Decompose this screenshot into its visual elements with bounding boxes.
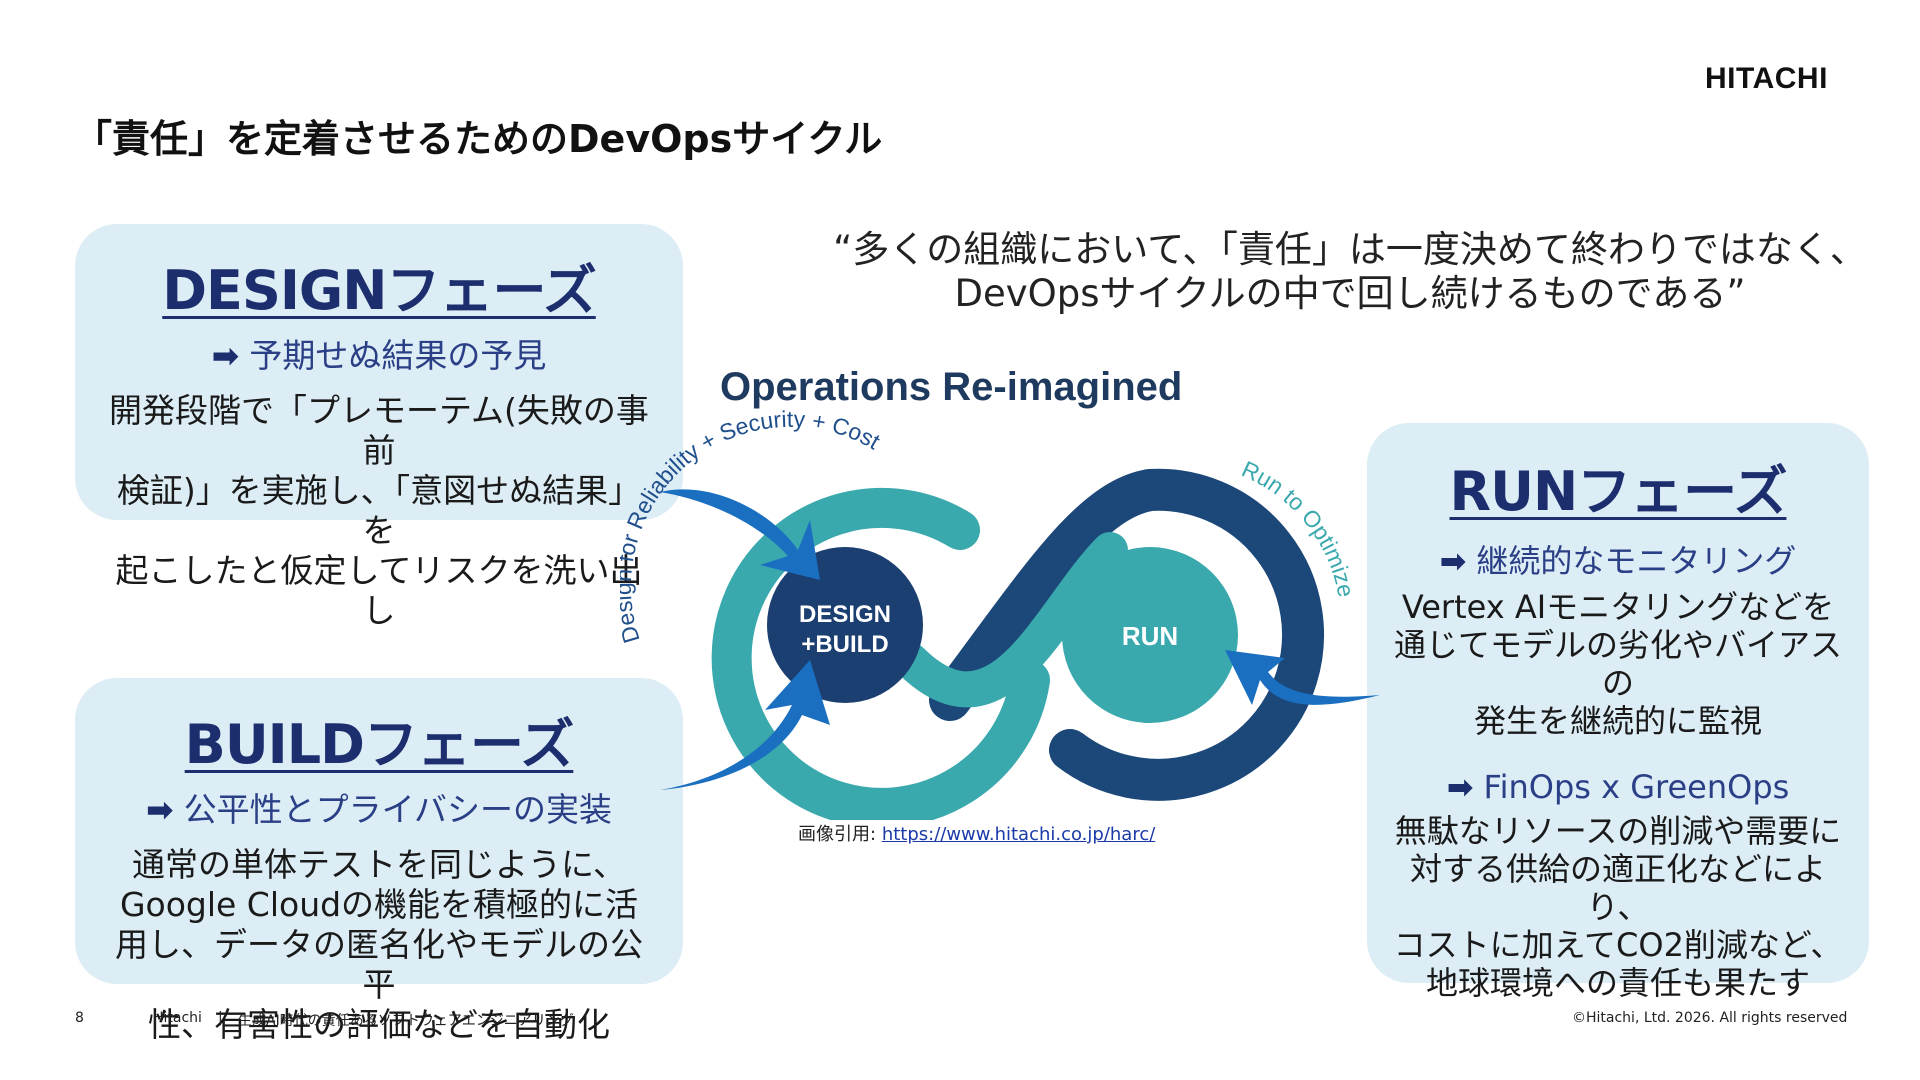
design-phase-subtitle-text: 予期せぬ結果の予見	[249, 336, 546, 375]
right-arrow-icon: ➡	[146, 790, 174, 829]
page-title: 「責任」を定着させるためのDevOpsサイクル	[74, 108, 882, 163]
build-body-line: Google Cloudの機能を積極的に活	[105, 885, 653, 925]
footer-company: Hitachi	[153, 1010, 202, 1026]
page-number: 8	[75, 1010, 84, 1026]
build-phase-subtitle: ➡ 公平性とプライバシーの実装	[75, 783, 683, 831]
design-body-line: 検証)」を実施し、「意図せぬ結果」を	[105, 471, 653, 551]
design-phase-card: DESIGNフェーズ ➡予期せぬ結果の予見 開発段階で「プレモーテム(失敗の事前…	[75, 224, 683, 520]
image-credit: 画像引用: https://www.hitachi.co.jp/harc/	[798, 820, 1155, 846]
run-phase-card: RUNフェーズ ➡継続的なモニタリング Vertex AIモニタリングなどを 通…	[1367, 423, 1869, 983]
footer-separator: |	[218, 1010, 223, 1026]
run-body-line: 地球環境への責任も果たす	[1385, 964, 1851, 1002]
run-phase-heading: RUNフェーズ	[1450, 447, 1787, 526]
build-phase-card: BUILDフェーズ ➡ 公平性とプライバシーの実装 通常の単体テストを同じように、…	[75, 678, 683, 984]
build-phase-heading: BUILDフェーズ	[185, 700, 574, 779]
credit-label: 画像引用:	[798, 824, 876, 845]
right-arrow-icon: ➡	[212, 336, 240, 375]
design-phase-heading: DESIGNフェーズ	[162, 246, 596, 325]
design-phase-body: 開発段階で「プレモーテム(失敗の事前 検証)」を実施し、「意図せぬ結果」を 起こ…	[75, 391, 683, 631]
quote-line-2: DevOpsサイクルの中で回し続けるものである”	[820, 272, 1880, 316]
diagram-title: Operations Re-imagined	[720, 365, 1182, 409]
design-build-label-line1: DESIGN	[799, 601, 891, 628]
design-body-line: 起こしたと仮定してリスクを洗い出し	[105, 551, 653, 631]
quote-line-1: “多くの組織において、「責任」は一度決めて終わりではなく、	[820, 228, 1880, 272]
run-body-line: 対する供給の適正化などにより、	[1385, 850, 1851, 926]
run-subtitle-text: FinOps x GreenOps	[1484, 768, 1790, 806]
right-arrow-icon: ➡	[1447, 768, 1474, 806]
run-finops-body: 無駄なリソースの削減や需要に 対する供給の適正化などにより、 コストに加えてCO…	[1367, 812, 1869, 1002]
credit-link[interactable]: https://www.hitachi.co.jp/harc/	[882, 824, 1156, 845]
operations-reimagined-diagram: Operations Re-imagined DESIGN +BUILD RUN…	[620, 360, 1380, 820]
run-body-line: 発生を継続的に監視	[1385, 702, 1851, 740]
design-build-label-line2: +BUILD	[801, 631, 888, 658]
build-body-line: 通常の単体テストを同じように、	[105, 845, 653, 885]
run-body-line: コストに加えてCO2削減など、	[1385, 926, 1851, 964]
run-subtitle-text: 継続的なモニタリング	[1476, 542, 1796, 580]
design-body-line: 開発段階で「プレモーテム(失敗の事前	[105, 391, 653, 471]
design-phase-subtitle: ➡予期せぬ結果の予見	[75, 329, 683, 377]
footer-copyright: ©Hitachi, Ltd. 2026. All rights reserved	[1572, 1010, 1847, 1026]
run-body-line: 無駄なリソースの削減や需要に	[1385, 812, 1851, 850]
footer-doc-title: 生成AI時代の責任あるソフトウェアエンジニアリング	[238, 1010, 574, 1030]
run-phase-subtitle-finops: ➡ FinOps x GreenOps	[1367, 768, 1869, 806]
build-phase-subtitle-text: 公平性とプライバシーの実装	[184, 790, 612, 829]
quote: “多くの組織において、「責任」は一度決めて終わりではなく、 DevOpsサイクル…	[820, 228, 1880, 316]
build-body-line: 用し、データの匿名化やモデルの公平	[105, 925, 653, 1005]
right-arrow-icon: ➡	[1440, 542, 1467, 580]
run-phase-subtitle-monitoring: ➡継続的なモニタリング	[1367, 536, 1869, 582]
run-body-line: 通じてモデルの劣化やバイアスの	[1385, 626, 1851, 702]
run-monitoring-body: Vertex AIモニタリングなどを 通じてモデルの劣化やバイアスの 発生を継続…	[1367, 588, 1869, 740]
hitachi-logo: HITACHI	[1705, 62, 1828, 96]
run-body-line: Vertex AIモニタリングなどを	[1385, 588, 1851, 626]
run-label: RUN	[1122, 621, 1178, 651]
